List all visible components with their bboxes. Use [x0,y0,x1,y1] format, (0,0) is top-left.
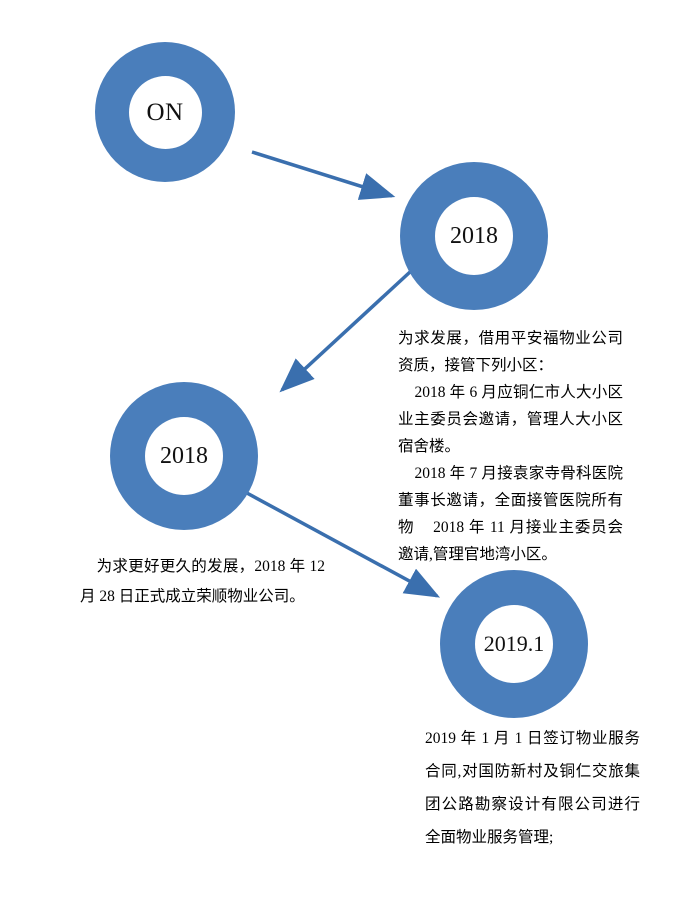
arrow-3 [244,490,441,598]
node-2019[interactable]: 2019.1 [440,570,588,718]
node-on-label: ON [128,75,202,149]
node-2018-first[interactable]: 2018 [400,162,548,310]
node-2018-first-label: 2018 [435,197,513,275]
node-2018-second-label: 2018 [145,417,223,495]
node-2019-label: 2019.1 [475,605,553,683]
arrow-1 [251,150,396,200]
arrow-2 [279,270,412,393]
caption-2018-second: 为求更好更久的发展，2018 年 12 月 28 日正式成立荣顺物业公司。 [80,558,329,605]
node-on[interactable]: ON [95,42,235,182]
node-2018-second[interactable]: 2018 [110,382,258,530]
caption-2019: 2019 年 1 月 1 日签订物业服务合同,对国防新村及铜仁交旅集团公路勘察设… [425,730,640,846]
caption-2018-first: 为求发展，借用平安福物业公司资质，接管下列小区： 2018 年 6 月应铜仁市人… [398,330,623,563]
